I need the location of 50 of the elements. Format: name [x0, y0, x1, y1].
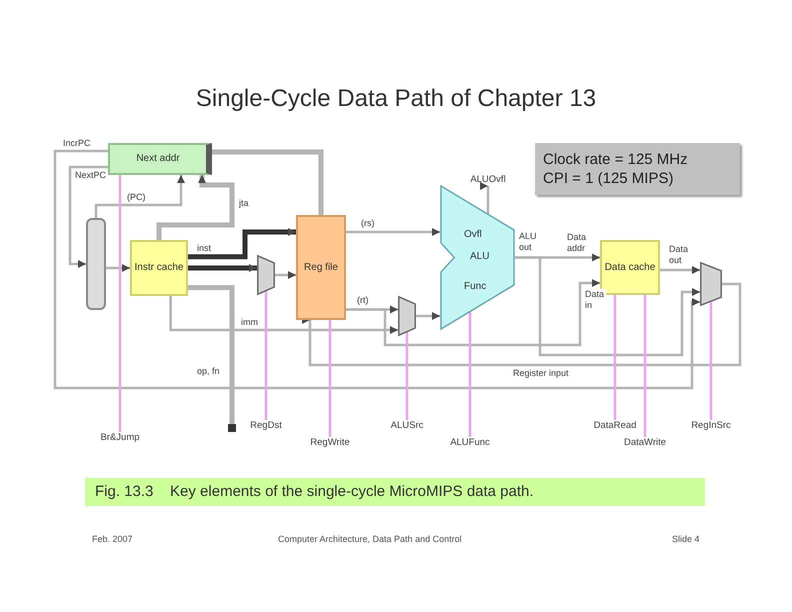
note-box [535, 143, 740, 195]
signal-label: ALU out [519, 231, 538, 253]
arrow [346, 228, 442, 236]
next-address-box [108, 143, 212, 175]
arrow [275, 271, 298, 279]
control-signal-label: Br&Jump [100, 432, 140, 444]
edge-label: IncrPC [62, 138, 92, 149]
arrow [106, 264, 132, 272]
alu-label: ALU [470, 251, 490, 263]
edge-label: op, fn [196, 366, 221, 377]
box-label: Next addr [136, 153, 180, 165]
arrow [156, 175, 234, 240]
edge-label: NextPC [74, 170, 108, 181]
edge-label: (PC) [126, 192, 146, 203]
control-signal-label: ALUSrc [390, 420, 424, 432]
bus-terminal [228, 424, 236, 432]
bus-line [188, 285, 234, 426]
note-text: CPI = 1 (125 MIPS) [543, 169, 674, 188]
signal-line [118, 174, 122, 432]
control-signal-label: DataRead [594, 420, 636, 432]
arrow [68, 166, 108, 268]
box-label: Data cache [604, 262, 656, 274]
arrow [188, 228, 298, 260]
edge-label: inst [196, 243, 212, 254]
arrow [188, 264, 260, 272]
control-signal-label: DataWrite [624, 437, 666, 449]
arrow [94, 175, 185, 218]
note-text: Clock rate = 125 MHz [543, 150, 689, 169]
edge-label: jta [238, 198, 250, 209]
arrow [660, 266, 702, 274]
register-file-box [296, 215, 346, 320]
slide-number: Slide 4 [672, 533, 700, 546]
signal-label: ALUOvfl [470, 174, 506, 186]
diagram-title: Single-Cycle Data Path of Chapter 13 [196, 84, 596, 114]
edge-label: Register input [512, 368, 570, 379]
control-signal-label: ALUFunc [450, 437, 490, 449]
register-bar [86, 218, 106, 310]
box-label: Instr cache [134, 262, 184, 274]
edge-label: (rs) [360, 218, 376, 229]
alu-label: Ovfl [464, 229, 482, 241]
footer-text: Computer Architecture, Data Path and Control [278, 533, 462, 546]
cache-box [130, 240, 188, 296]
signal-line [264, 290, 268, 420]
footer-date: Feb. 2007 [92, 533, 133, 546]
control-signal-label: RegInSrc [691, 420, 731, 432]
edge-label: imm [240, 317, 259, 328]
control-signal-label: RegWrite [310, 437, 350, 449]
control-signal-label: RegDst [250, 420, 282, 432]
box-label: Reg file [304, 262, 338, 274]
figure-caption: Fig. 13.3 Key elements of the single-cycle MicroMIPS data path. [95, 483, 534, 501]
